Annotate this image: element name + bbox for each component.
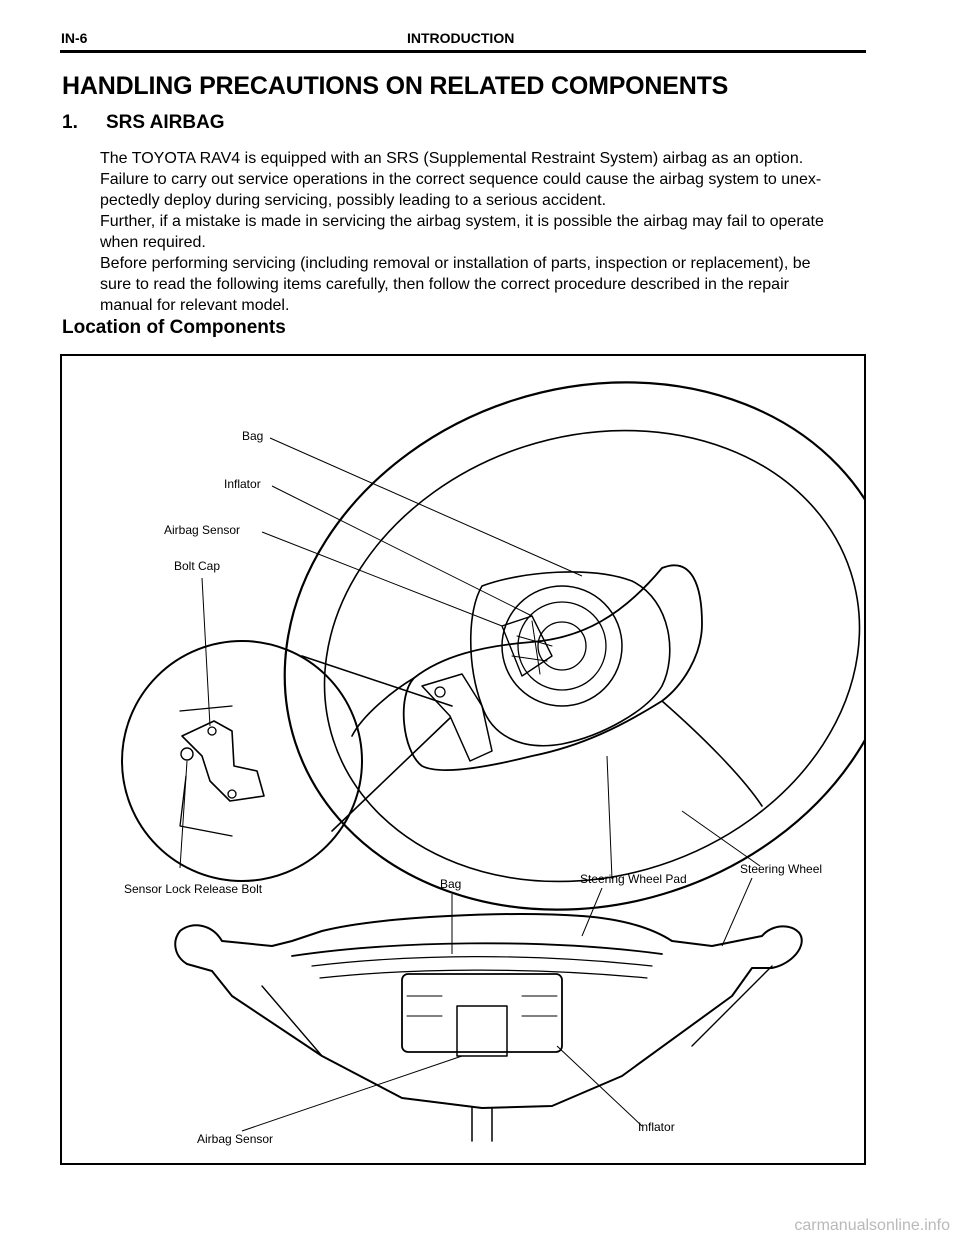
body-line: pectedly deploy during servicing, possib… — [100, 192, 607, 209]
steering-column — [471, 1107, 493, 1142]
body-line: manual for relevant model. — [100, 297, 290, 314]
detail-bolt — [227, 789, 237, 799]
cross-section-bag-fold — [311, 956, 653, 979]
label-inflator-bottom: Inflator — [638, 1120, 675, 1134]
label-steering-wheel: Steering Wheel — [740, 862, 823, 876]
inflator-ring-middle — [517, 601, 607, 691]
airbag-diagram — [121, 381, 864, 1142]
detail-sensor-plate — [179, 705, 233, 837]
leader-bolt-cap — [201, 577, 211, 727]
leader-airbag-sensor-bottom — [241, 1055, 463, 1132]
section-heading: 1. SRS AIRBAG — [62, 112, 225, 134]
label-sensor-lock-release-bolt: Sensor Lock Release Bolt — [124, 882, 263, 896]
steering-wheel-rim-outer — [283, 381, 864, 911]
page-title: HANDLING PRECAUTIONS ON RELATED COMPONEN… — [62, 72, 729, 100]
airbag-sensor-bracket — [501, 615, 553, 677]
body-line: Further, if a mistake is made in servici… — [100, 213, 824, 230]
inflator-body — [401, 973, 563, 1053]
sensor-lock-release-bolt — [180, 747, 194, 761]
label-bag-bottom: Bag — [440, 877, 462, 891]
sensor-wiring — [511, 620, 553, 675]
leader-pad-bottom — [581, 887, 603, 937]
section-title: SRS AIRBAG — [106, 112, 225, 133]
body-line: sure to read the following items careful… — [100, 276, 789, 293]
label-bag-top: Bag — [242, 429, 264, 443]
components-figure: Bag Inflator Airbag Sensor Bolt Cap Sens… — [60, 354, 866, 1165]
body-line: Before performing servicing (including r… — [100, 255, 811, 272]
steering-wheel-pad-outline — [469, 571, 671, 747]
steering-wheel-spoke-left — [351, 677, 415, 737]
detail-sensor-bracket — [181, 720, 265, 802]
mounting-bracket — [421, 673, 493, 762]
label-airbag-sensor-bottom: Airbag Sensor — [197, 1132, 274, 1146]
leader-bag-top — [269, 437, 583, 577]
page-code: IN-6 — [61, 30, 88, 46]
detail-zoom-pointer — [301, 655, 453, 832]
body-line: The TOYOTA RAV4 is equipped with an SRS … — [100, 150, 804, 167]
detail-zoom-circle — [121, 640, 363, 882]
steering-wheel-spoke-right — [661, 700, 763, 807]
section-body: The TOYOTA RAV4 is equipped with an SRS … — [100, 148, 890, 316]
inflator-ring-outer — [501, 585, 623, 707]
leader-sensor-lock-release-bolt — [179, 760, 188, 869]
label-steering-wheel-pad: Steering Wheel Pad — [580, 872, 687, 886]
label-airbag-sensor-top: Airbag Sensor — [164, 523, 241, 537]
cross-section-pad-lower — [261, 965, 773, 1057]
leader-steering-wheel-pad — [606, 755, 613, 880]
bolt-cap — [207, 726, 217, 736]
leader-inflator-bottom — [556, 1045, 643, 1127]
header-rule — [60, 50, 866, 53]
cross-section-pad — [291, 942, 663, 957]
inflator-ring-inner — [537, 621, 587, 671]
steering-wheel-rim-inner — [323, 429, 861, 883]
running-header-title: INTRODUCTION — [407, 30, 515, 46]
airbag-sensor-body — [456, 1005, 508, 1057]
label-bolt-cap: Bolt Cap — [174, 559, 221, 573]
mount-bolt — [434, 686, 446, 698]
leader-steering-wheel-bottom — [721, 877, 753, 947]
leader-inflator-top — [271, 485, 533, 617]
label-inflator-top: Inflator — [224, 477, 261, 491]
steering-wheel-hub — [402, 564, 703, 772]
inflator-section-lines — [406, 995, 558, 1017]
cross-section-outline — [174, 913, 803, 1109]
figure-heading: Location of Components — [62, 317, 286, 338]
body-line: when required. — [100, 234, 206, 251]
leader-airbag-sensor-top — [261, 531, 503, 627]
section-number: 1. — [62, 112, 78, 133]
leader-steering-wheel-top — [681, 810, 761, 867]
body-line: Failure to carry out service operations … — [100, 171, 822, 188]
watermark: carmanualsonline.info — [794, 1217, 950, 1234]
